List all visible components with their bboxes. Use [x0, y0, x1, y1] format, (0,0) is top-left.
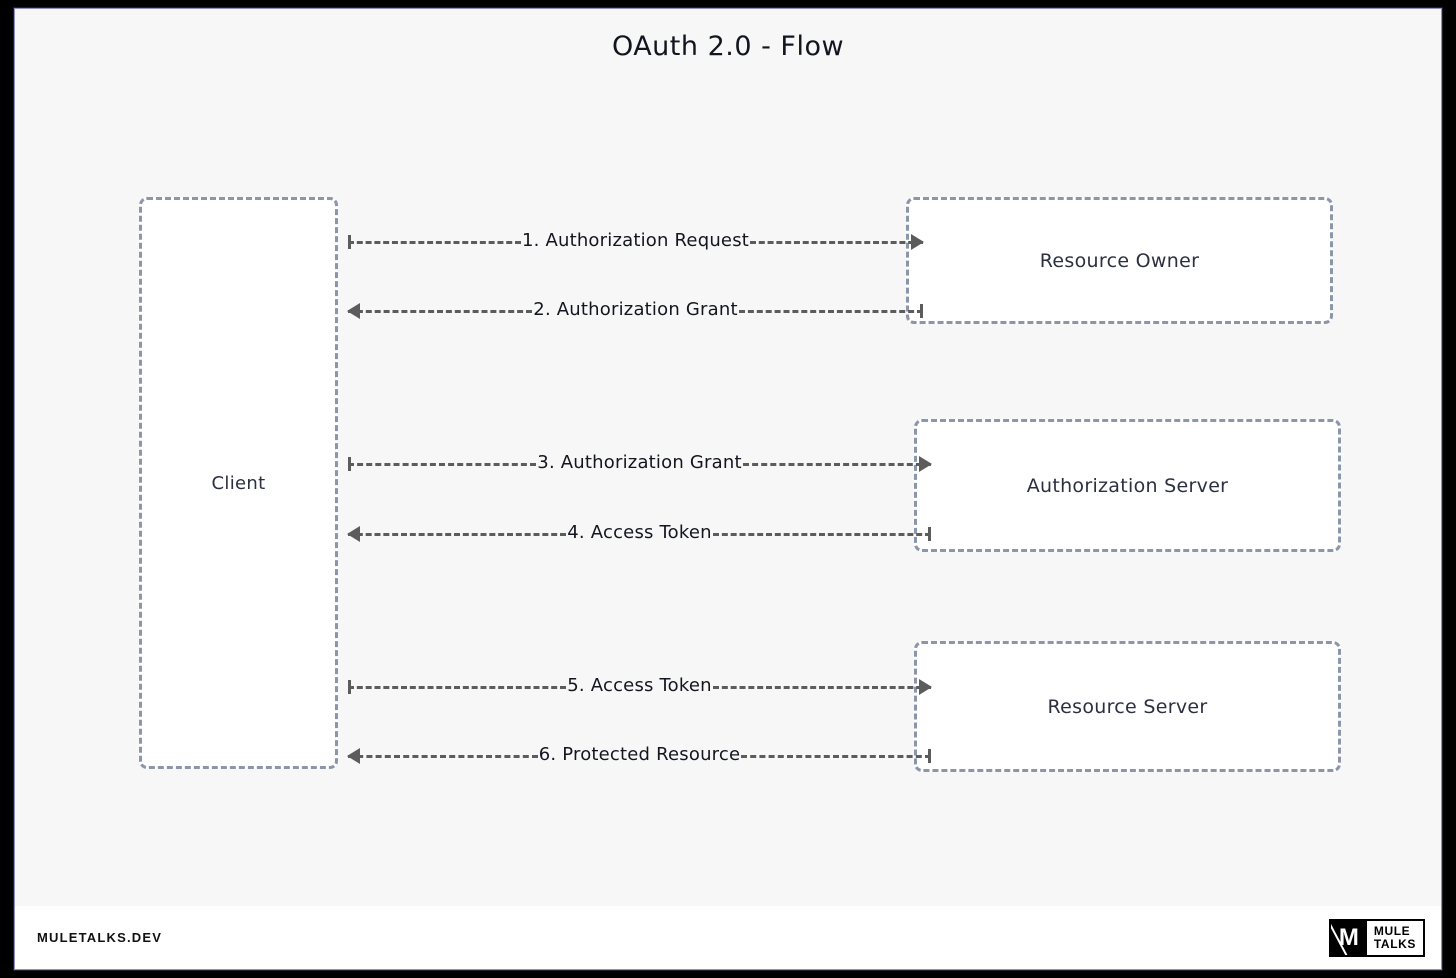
edge-1-line-right: [750, 240, 923, 244]
edge-6-tail: [928, 749, 931, 763]
edge-1-tail: [348, 235, 351, 249]
edge-authorization-request: 1. Authorization Request: [348, 225, 924, 259]
brand-text: MULETALKS.DEV: [37, 930, 163, 945]
arrowhead-right-icon: [911, 234, 924, 250]
edge-4-line-right: [712, 532, 932, 536]
edge-4-tail: [928, 527, 931, 541]
edge-4-line-left: [348, 532, 567, 536]
edge-5-line-left: [348, 685, 567, 689]
node-client-label: Client: [211, 472, 266, 494]
logo-wordmark: MULE TALKS: [1367, 921, 1423, 955]
edge-protected-resource: 6. Protected Resource: [347, 739, 932, 773]
node-resource-owner[interactable]: Resource Owner: [906, 197, 1333, 324]
edge-authorization-grant-owner: 2. Authorization Grant: [347, 294, 924, 328]
edge-authorization-grant-server: 3. Authorization Grant: [348, 447, 932, 481]
edge-3-tail: [348, 457, 351, 471]
page-title: OAuth 2.0 - Flow: [611, 31, 845, 62]
edge-3-line-right: [742, 462, 932, 466]
edge-3-line-left: [348, 462, 537, 466]
node-resource-server[interactable]: Resource Server: [914, 641, 1341, 772]
edge-access-token-auth: 4. Access Token: [347, 517, 932, 551]
edge-access-token-resource: 5. Access Token: [348, 670, 932, 704]
edge-4-label: 4. Access Token: [566, 521, 713, 543]
edge-2-line-right: [738, 309, 924, 313]
node-client[interactable]: Client: [139, 197, 338, 769]
arrowhead-right-icon: [919, 679, 932, 695]
edge-6-line-left: [348, 754, 538, 758]
edge-5-line-right: [712, 685, 932, 689]
slide-frame: OAuth 2.0 - Flow Client Resource Owner A…: [14, 8, 1442, 970]
logo-m-icon: M: [1330, 920, 1367, 955]
logo-line-1: MULE: [1373, 923, 1411, 938]
arrowhead-left-icon: [347, 526, 360, 542]
diagram-canvas: OAuth 2.0 - Flow Client Resource Owner A…: [15, 9, 1441, 908]
edge-1-line-left: [348, 240, 521, 244]
node-authorization-server[interactable]: Authorization Server: [914, 419, 1341, 552]
edge-2-tail: [920, 304, 923, 318]
logo-line-2: TALKS: [1373, 936, 1416, 951]
arrowhead-left-icon: [347, 748, 360, 764]
edge-2-label: 2. Authorization Grant: [532, 298, 739, 320]
node-resource-owner-label: Resource Owner: [1039, 249, 1200, 272]
node-authorization-server-label: Authorization Server: [1026, 474, 1229, 497]
arrowhead-left-icon: [347, 303, 360, 319]
arrowhead-right-icon: [919, 456, 932, 472]
edge-5-tail: [348, 680, 351, 694]
edge-5-label: 5. Access Token: [566, 674, 713, 696]
node-resource-server-label: Resource Server: [1047, 695, 1208, 718]
edge-2-line-left: [348, 309, 533, 313]
logo-mark-letter: M: [1338, 923, 1359, 951]
edge-6-line-right: [741, 754, 932, 758]
edge-1-label: 1. Authorization Request: [520, 229, 751, 251]
footer: MULETALKS.DEV M MULE TALKS: [15, 906, 1441, 969]
edge-6-label: 6. Protected Resource: [537, 743, 742, 765]
muletalks-logo: M MULE TALKS: [1328, 918, 1425, 957]
edge-3-label: 3. Authorization Grant: [536, 451, 743, 473]
